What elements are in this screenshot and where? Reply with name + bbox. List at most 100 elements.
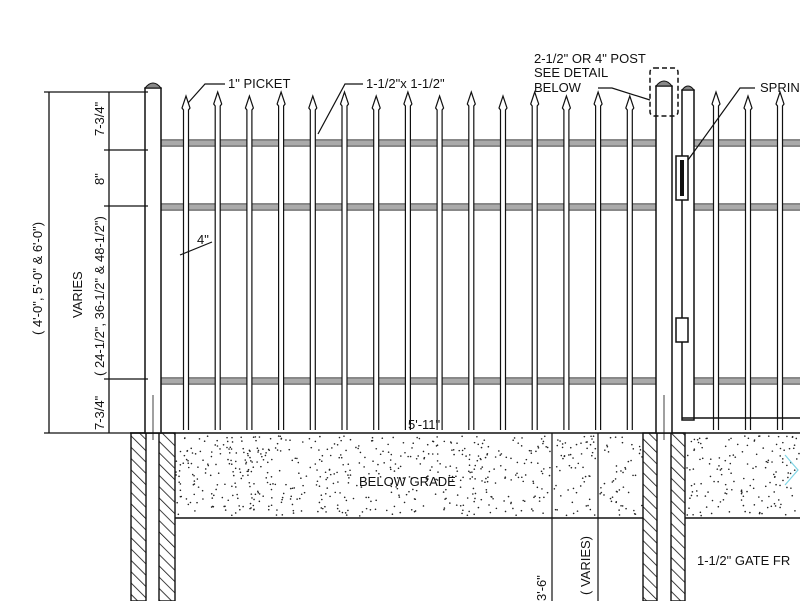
- speckle-dot: [340, 439, 342, 442]
- speckle-dot: [336, 507, 339, 510]
- speckle-dot: [269, 483, 272, 486]
- speckle-dot: [542, 442, 544, 445]
- speckle-dot: [331, 447, 333, 449]
- speckle-dot: [216, 439, 218, 442]
- speckle-dot: [427, 475, 429, 477]
- speckle-dot: [538, 500, 541, 502]
- speckle-dot: [196, 501, 198, 504]
- speckle-dot: [774, 505, 777, 507]
- speckle-dot: [494, 482, 497, 484]
- speckle-dot: [260, 453, 262, 455]
- speckle-dot: [699, 442, 702, 445]
- speckle-dot: [265, 477, 268, 479]
- speckle-dot: [795, 458, 798, 460]
- speckle-dot: [615, 465, 618, 467]
- picket: [276, 90, 286, 430]
- speckle-dot: [743, 477, 745, 480]
- speckle-dot: [370, 500, 372, 503]
- speckle-dot: [720, 473, 723, 476]
- speckle-dot: [393, 505, 396, 508]
- speckle-dot: [741, 450, 744, 453]
- speckle-dot: [382, 450, 384, 453]
- speckle-dot: [729, 462, 732, 465]
- speckle-dot: [275, 514, 278, 516]
- speckle-dot: [789, 472, 792, 475]
- speckle-dot: [701, 457, 704, 460]
- speckle-dot: [471, 476, 474, 478]
- speckle-dot: [408, 476, 411, 478]
- speckle-dot: [453, 453, 455, 456]
- speckle-dot: [258, 500, 261, 503]
- speckle-dot: [640, 504, 643, 507]
- speckle-dot: [709, 475, 712, 478]
- speckle-dot: [498, 450, 500, 452]
- speckle-dot: [622, 471, 624, 474]
- speckle-dot: [517, 442, 520, 444]
- speckle-dot: [179, 463, 182, 466]
- speckle-dot: [455, 467, 458, 469]
- speckle-dot: [249, 485, 251, 488]
- speckle-dot: [535, 450, 537, 453]
- speckle-dot: [252, 504, 255, 507]
- speckle-dot: [580, 442, 582, 444]
- speckle-dot: [253, 482, 255, 485]
- speckle-dot: [599, 492, 601, 495]
- speckle-dot: [767, 461, 769, 464]
- speckle-dot: [334, 491, 337, 494]
- speckle-dot: [276, 509, 278, 511]
- speckle-dot: [301, 441, 304, 443]
- speckle-dot: [522, 499, 525, 502]
- speckle-dot: [193, 474, 195, 477]
- speckle-dot: [793, 444, 796, 446]
- speckle-dot: [260, 465, 262, 468]
- speckle-dot: [417, 455, 419, 457]
- speckle-dot: [445, 497, 447, 500]
- speckle-dot: [459, 486, 462, 488]
- speckle-dot: [724, 483, 727, 486]
- speckle-dot: [277, 435, 280, 437]
- speckle-dot: [289, 498, 292, 500]
- speckle-dot: [434, 493, 437, 495]
- speckle-dot: [587, 504, 589, 507]
- speckle-dot: [281, 498, 283, 501]
- speckle-dot: [264, 454, 267, 457]
- speckle-dot: [210, 455, 213, 458]
- speckle-dot: [308, 437, 311, 440]
- rail-gap-dim: 8": [92, 173, 107, 185]
- speckle-dot: [472, 493, 474, 495]
- speckle-dot: [458, 449, 461, 452]
- speckle-dot: [427, 478, 429, 480]
- post-depth-label: 3'-6": [534, 575, 549, 601]
- picket: [371, 94, 381, 430]
- speckle-dot: [791, 435, 794, 438]
- speckle-dot: [583, 435, 586, 438]
- speckle-dot: [276, 449, 279, 451]
- speckle-dot: [561, 446, 564, 449]
- speckle-dot: [752, 467, 754, 470]
- speckle-dot: [342, 463, 344, 466]
- speckle-dot: [240, 477, 243, 480]
- accent-mark: [784, 454, 799, 486]
- speckle-dot: [699, 511, 702, 514]
- speckle-dot: [537, 445, 539, 448]
- speckle-dot: [238, 468, 241, 470]
- speckle-dot: [514, 474, 517, 476]
- speckle-dot: [423, 456, 426, 459]
- speckle-dot: [415, 489, 418, 492]
- speckle-dot: [389, 466, 392, 469]
- below-grade-label: BELOW GRADE: [359, 474, 456, 489]
- speckle-dot: [379, 476, 382, 478]
- speckle-dot: [690, 484, 693, 487]
- post-footing-left-a: [130, 432, 147, 601]
- speckle-dot: [705, 437, 707, 440]
- speckle-dot: [290, 495, 293, 498]
- speckle-dot: [219, 452, 222, 455]
- speckle-dot: [326, 476, 329, 479]
- speckle-dot: [791, 494, 794, 497]
- speckle-dot: [468, 454, 471, 456]
- speckle-dot: [540, 438, 543, 440]
- speckle-dot: [305, 475, 308, 477]
- speckle-dot: [345, 449, 347, 452]
- speckle-dot: [199, 450, 202, 453]
- speckle-dot: [338, 436, 341, 439]
